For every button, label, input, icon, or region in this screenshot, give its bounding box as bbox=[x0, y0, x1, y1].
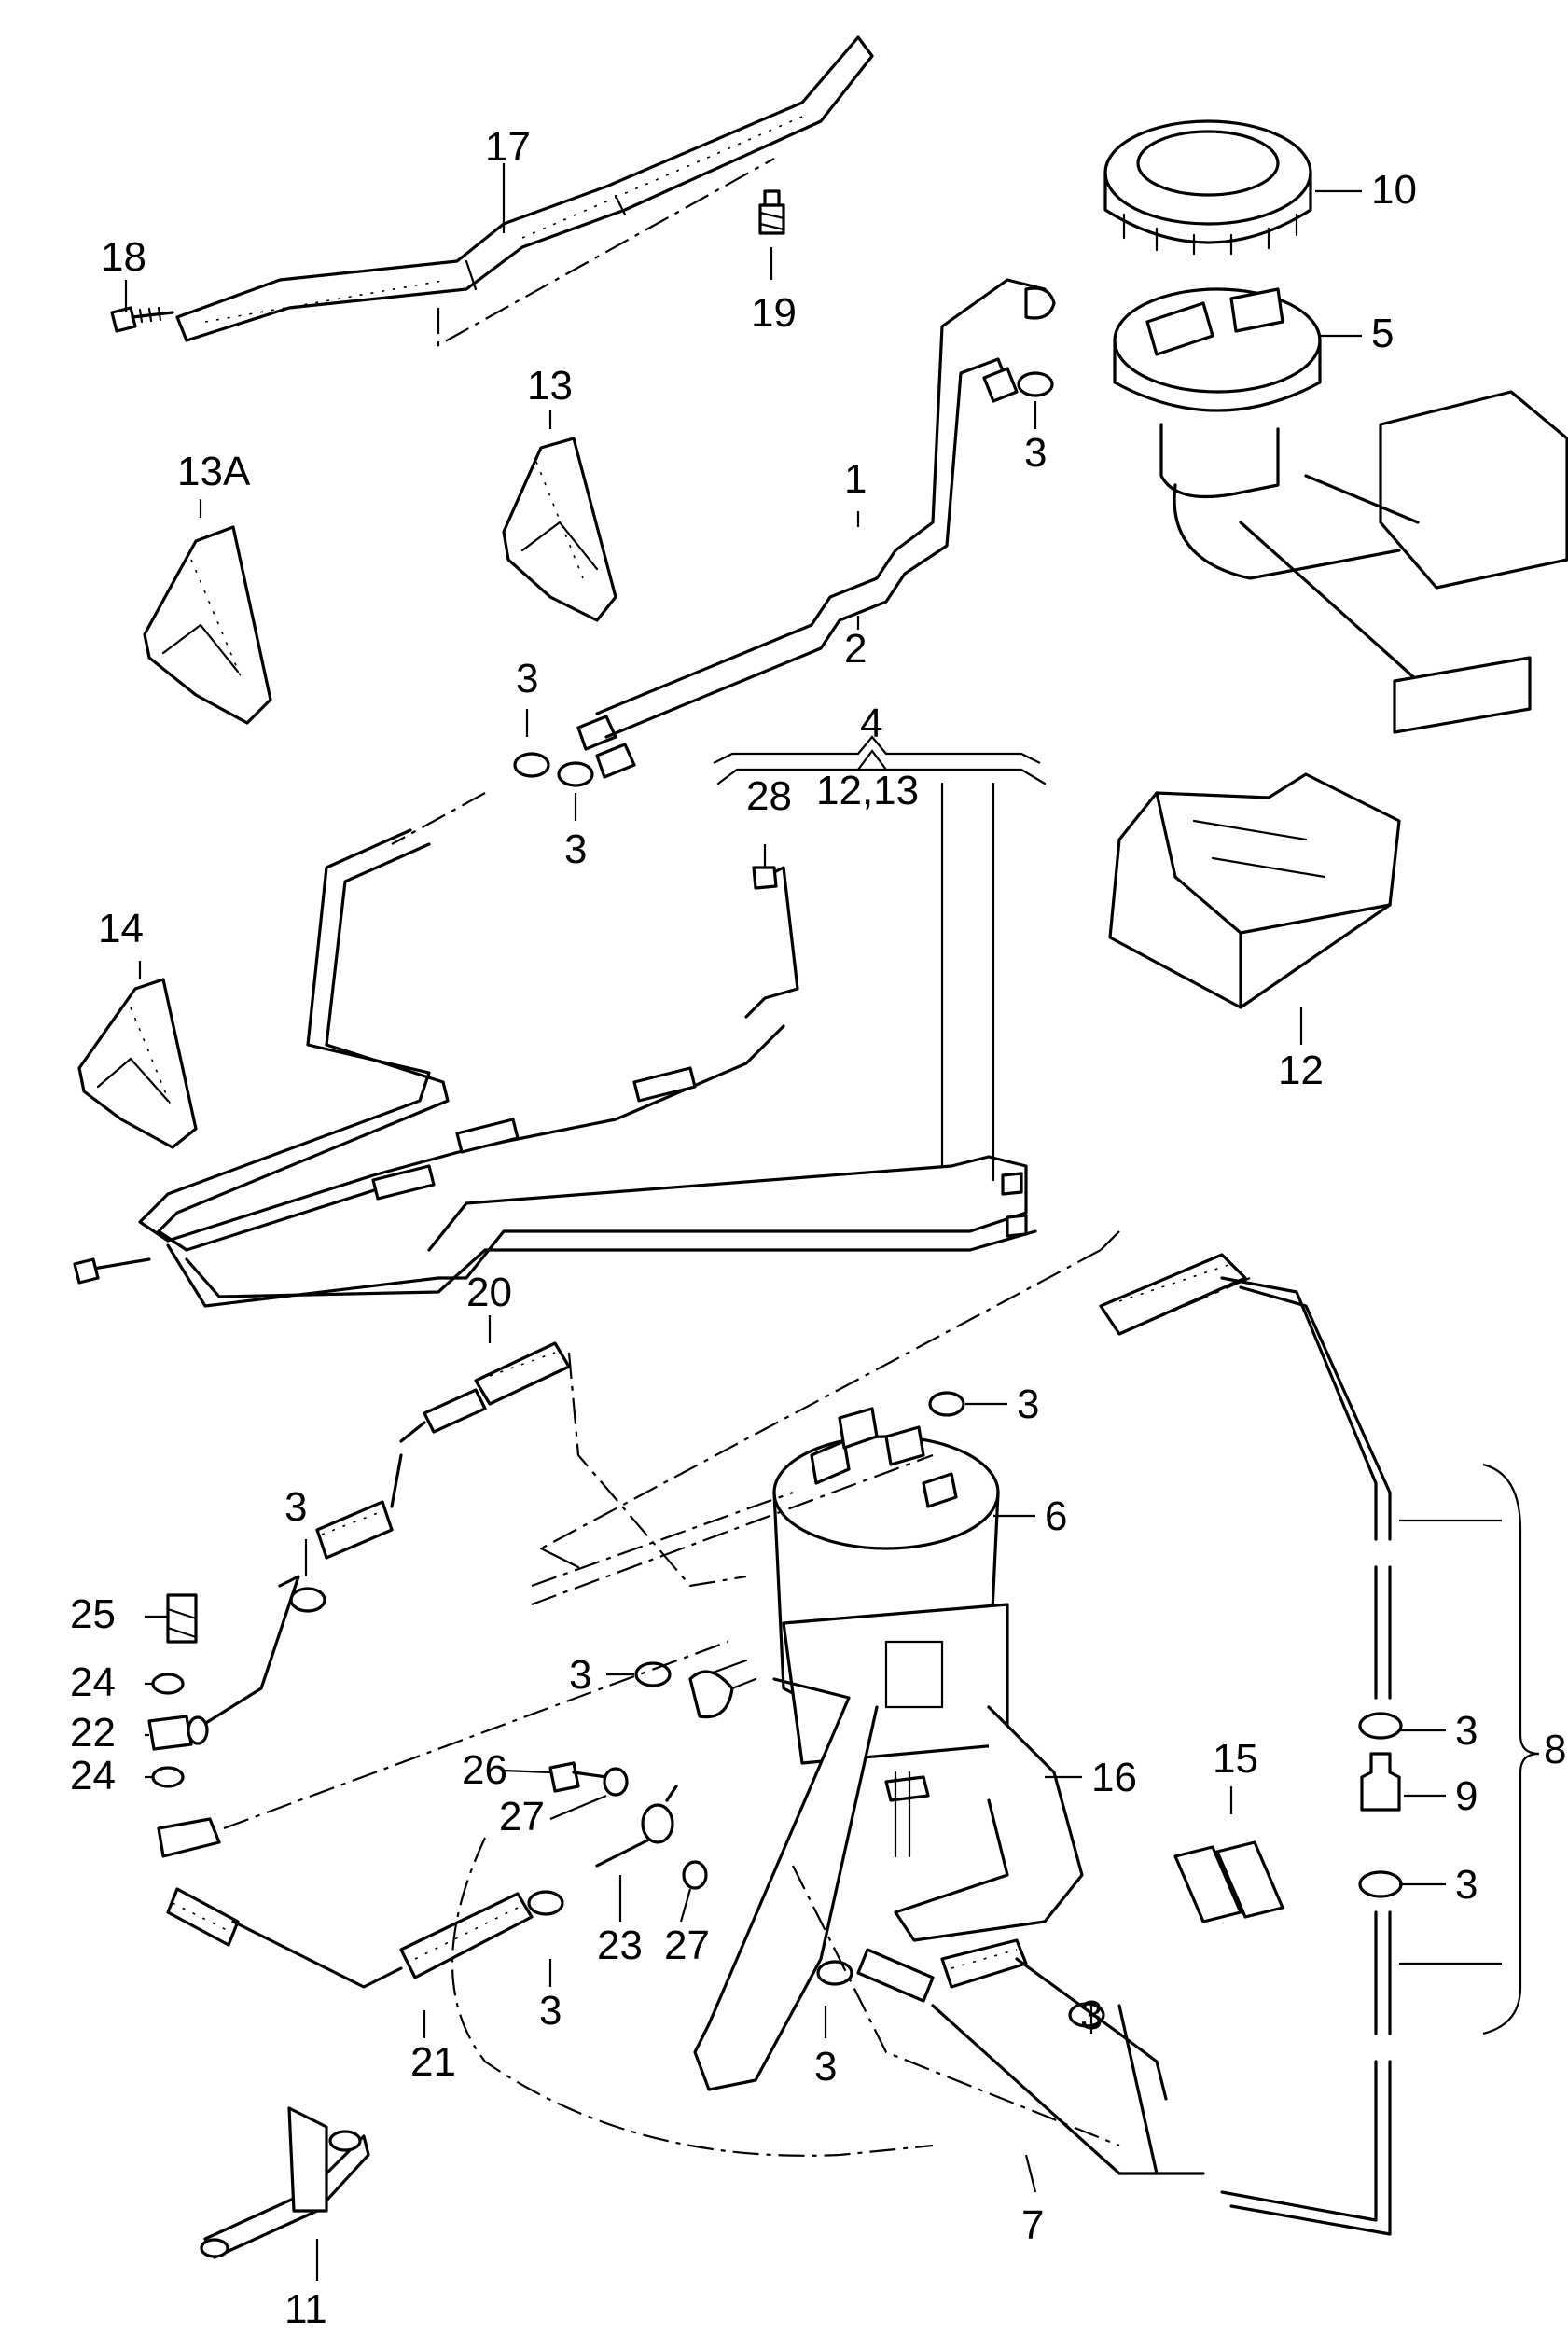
callout-6: 6 bbox=[1045, 1493, 1067, 1539]
part-26-bolt bbox=[548, 1761, 608, 1793]
part-6-fuel-filter bbox=[772, 1407, 1000, 1718]
part-18-bolt bbox=[110, 306, 174, 333]
callout-labels: 17 18 19 10 5 3 1 2 13 13A 3 3 4 12,13 2… bbox=[70, 124, 1566, 2332]
callout-26: 26 bbox=[462, 1747, 507, 1793]
part-13-clip bbox=[143, 525, 272, 725]
callout-9: 10 bbox=[1371, 167, 1417, 213]
callout-3a: 3 bbox=[1024, 430, 1047, 476]
part-25-bolt bbox=[166, 1593, 198, 1644]
callout-23: 23 bbox=[597, 1923, 643, 1968]
part-16-filter-bracket bbox=[688, 1603, 1084, 2091]
callout-10: 9 bbox=[1455, 1773, 1478, 1819]
part-14-clips bbox=[1173, 1840, 1284, 1923]
callout-15: 11 bbox=[284, 2286, 327, 2332]
callout-3e: 3 bbox=[284, 1484, 307, 1530]
part-5-fuel-sender-unit bbox=[1113, 287, 1568, 734]
part-11-holder bbox=[1108, 772, 1401, 1009]
callout-27b: 27 bbox=[664, 1923, 710, 1968]
callout-4-sub: 12,13 bbox=[816, 768, 919, 813]
callout-28: 28 bbox=[746, 773, 792, 819]
callout-13a: 14 bbox=[98, 906, 144, 951]
part-24-washer-upper bbox=[151, 1673, 185, 1695]
part-9-locking-ring bbox=[1103, 119, 1312, 256]
callout-3f: 3 bbox=[569, 1652, 591, 1698]
callout-3b: 3 bbox=[516, 656, 538, 701]
part-23-banjo-union bbox=[595, 1785, 678, 1868]
callout-20: 20 bbox=[466, 1270, 512, 1315]
part-21-hose bbox=[157, 1640, 728, 1989]
callout-22: 22 bbox=[70, 1710, 116, 1756]
part-1-2-fuel-lines bbox=[576, 278, 1056, 779]
callout-24a: 24 bbox=[70, 1660, 116, 1705]
callout-4: 4 bbox=[860, 701, 882, 746]
part-24-washer-lower bbox=[151, 1766, 185, 1788]
callout-18: 18 bbox=[101, 234, 146, 280]
part-19-bolt bbox=[758, 189, 785, 235]
assembly-lines bbox=[451, 1230, 1251, 2157]
callout-19: 19 bbox=[751, 290, 797, 336]
part-27-washer-b bbox=[682, 1860, 708, 1890]
callout-25: 25 bbox=[70, 1591, 116, 1637]
callout-14: 15 bbox=[1213, 1736, 1258, 1782]
callout-12: 13 bbox=[527, 363, 573, 409]
part-8-hose-assembly bbox=[1099, 1253, 1401, 2236]
callout-27a: 27 bbox=[499, 1794, 545, 1840]
part-12-clip bbox=[502, 437, 617, 622]
callout-3c: 3 bbox=[564, 826, 587, 872]
callout-21: 21 bbox=[410, 2039, 456, 2085]
part-15-strap bbox=[200, 2106, 370, 2259]
callout-3k: 3 bbox=[814, 2044, 837, 2090]
callout-7: 7 bbox=[1021, 2202, 1044, 2248]
callout-3i: 3 bbox=[539, 1988, 562, 2034]
callout-3d: 3 bbox=[1017, 1382, 1039, 1427]
callout-8: 8 bbox=[1544, 1727, 1566, 1772]
callout-11: 12 bbox=[1278, 1048, 1324, 1093]
part-27-washer-a bbox=[603, 1767, 629, 1797]
callout-3j: 3 bbox=[1080, 1993, 1103, 2038]
callout-1: 1 bbox=[844, 456, 867, 502]
part-13a-clip bbox=[77, 978, 198, 1149]
callout-3g: 3 bbox=[1455, 1708, 1478, 1754]
callout-2: 2 bbox=[844, 626, 867, 672]
callout-17: 17 bbox=[485, 124, 531, 170]
callout-5: 5 bbox=[1371, 311, 1394, 356]
part-4-fuel-line-set bbox=[73, 749, 1102, 1569]
part-17-bracket-strip bbox=[175, 35, 874, 347]
part-7-hose bbox=[792, 1865, 1205, 2175]
leader-lines bbox=[124, 163, 1540, 2281]
callout-13: 13A bbox=[177, 449, 251, 494]
part-22-banjo bbox=[147, 1715, 209, 1751]
part-3-clamps bbox=[289, 371, 1403, 2028]
part-20-hose bbox=[185, 1341, 794, 1737]
callout-16: 16 bbox=[1091, 1755, 1137, 1800]
callout-24b: 24 bbox=[70, 1753, 116, 1798]
callout-3h: 3 bbox=[1455, 1862, 1478, 1908]
